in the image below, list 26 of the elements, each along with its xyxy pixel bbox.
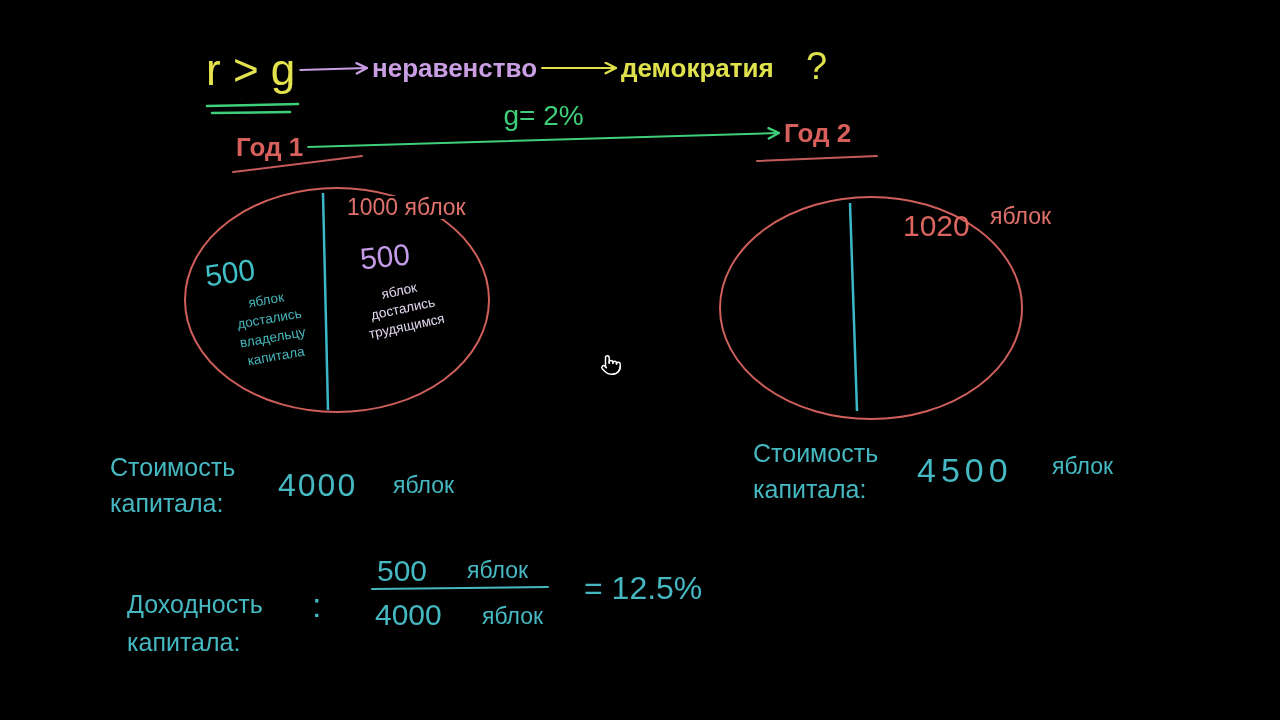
total-number: 1020 — [903, 211, 970, 241]
arrow — [299, 61, 369, 75]
capital-value-label: Стоимость капитала: — [753, 438, 880, 505]
numerator-number: 500 — [377, 556, 428, 586]
year-heading: Год 2 — [784, 120, 852, 146]
value-number: 4500 — [917, 453, 1013, 487]
capital-return-label: Доходность капитала: — [127, 589, 264, 658]
share-number: 500 — [358, 239, 412, 275]
denominator-number: 4000 — [375, 600, 442, 630]
arrow — [541, 61, 618, 75]
colon-text: : — [312, 588, 322, 622]
total-label: 1000 яблок — [347, 196, 466, 219]
value-number: 4000 — [278, 469, 358, 501]
oval-region — [183, 186, 491, 414]
arrow — [307, 126, 781, 148]
result-text: = 12.5% — [584, 572, 703, 604]
question-mark: ? — [806, 47, 828, 85]
year-heading: Год 1 — [236, 134, 304, 160]
unit-label: яблок — [1052, 455, 1114, 478]
concept-label: демократия — [621, 55, 774, 81]
capital-value-label: Стоимость капитала: — [110, 452, 237, 519]
unit-label: яблок — [482, 605, 544, 628]
unit-label: яблок — [467, 559, 529, 582]
unit-label: яблок — [393, 474, 455, 497]
concept-label: неравенство — [372, 55, 538, 81]
inequality-text: r > g — [206, 48, 296, 92]
